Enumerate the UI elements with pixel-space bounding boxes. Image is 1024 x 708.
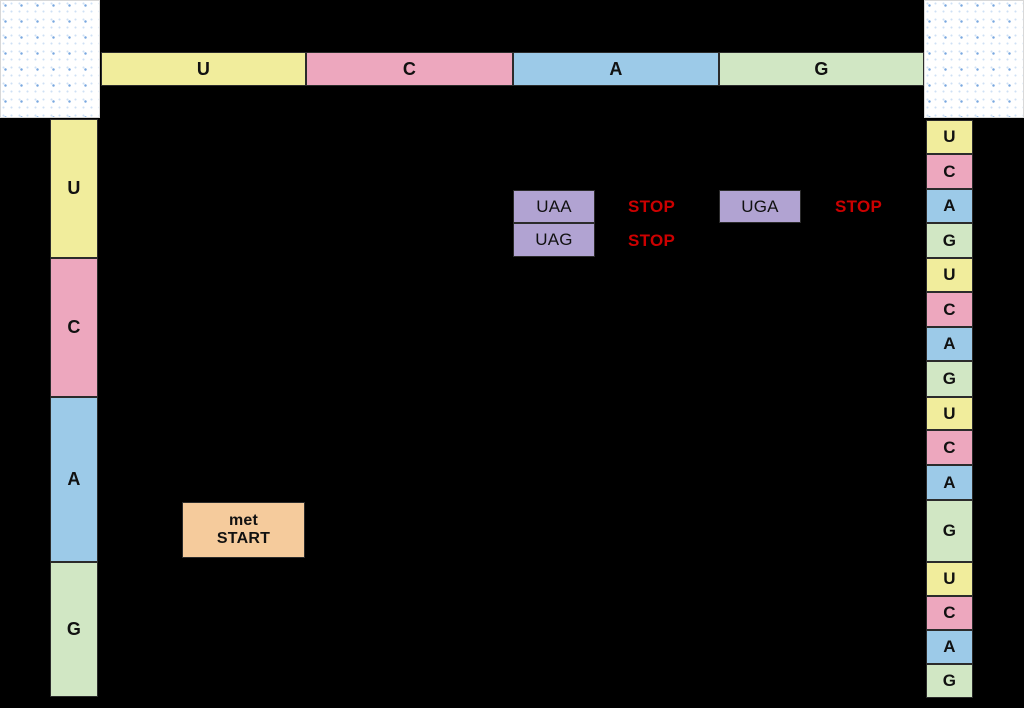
header-cell-g[interactable]: G [719, 52, 924, 86]
third-base-cell-12[interactable]: G [926, 500, 973, 562]
start-codon-box[interactable]: met START [182, 502, 305, 558]
graph-paper-top-right [924, 0, 1024, 118]
header-cell-u[interactable]: U [101, 52, 306, 86]
third-base-cell-10[interactable]: C [926, 430, 973, 465]
third-base-cell-11[interactable]: A [926, 465, 973, 500]
row-header-a[interactable]: A [50, 397, 98, 562]
codon-box-uaa[interactable]: UAA [513, 190, 595, 223]
row-header-c[interactable]: C [50, 258, 98, 397]
third-base-cell-5[interactable]: U [926, 258, 973, 292]
third-base-cell-9[interactable]: U [926, 397, 973, 430]
graph-paper-top-left [0, 0, 100, 118]
third-base-cell-14[interactable]: C [926, 596, 973, 630]
third-base-cell-8[interactable]: G [926, 361, 973, 397]
third-base-cell-1[interactable]: U [926, 120, 973, 154]
third-base-cell-4[interactable]: G [926, 223, 973, 258]
third-base-cell-13[interactable]: U [926, 562, 973, 596]
codon-box-uga[interactable]: UGA [719, 190, 801, 223]
third-base-cell-6[interactable]: C [926, 292, 973, 327]
third-base-cell-16[interactable]: G [926, 664, 973, 698]
stop-label-uag: STOP [628, 230, 676, 250]
row-header-g[interactable]: G [50, 562, 98, 697]
stop-label-uaa: STOP [628, 196, 676, 216]
third-base-cell-7[interactable]: A [926, 327, 973, 361]
third-base-cell-2[interactable]: C [926, 154, 973, 189]
third-base-cell-3[interactable]: A [926, 189, 973, 223]
codon-box-uag[interactable]: UAG [513, 223, 595, 257]
start-box-label: START [216, 530, 271, 547]
header-cell-a[interactable]: A [513, 52, 719, 86]
header-cell-c[interactable]: C [306, 52, 513, 86]
start-box-amino-acid: met [228, 512, 259, 530]
row-header-u[interactable]: U [50, 119, 98, 258]
stop-label-uga: STOP [835, 196, 883, 216]
third-base-cell-15[interactable]: A [926, 630, 973, 664]
